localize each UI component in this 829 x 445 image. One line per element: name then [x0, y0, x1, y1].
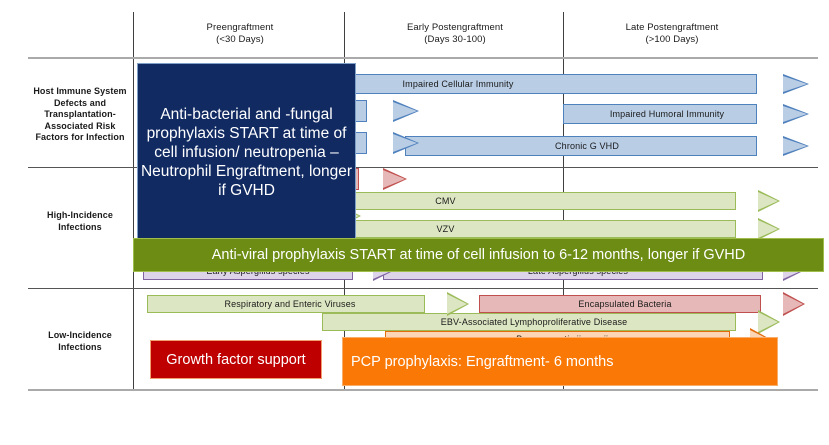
arrow-label: Chronic G VHD [555, 141, 619, 151]
row-label-high-incidence-infections: High-Incidence Infections [47, 210, 113, 232]
header-separator [28, 57, 818, 59]
figure-bottom-rule [28, 389, 818, 391]
column-title: Preengraftment [206, 22, 274, 33]
arrow-chronic-gvhd: Chronic G VHD [405, 136, 809, 156]
arrow-label: EBV-Associated Lymphoproliferative Disea… [440, 317, 628, 327]
arrow-label: VZV [436, 224, 455, 234]
arrow-label: Impaired Cellular Immunity [402, 79, 514, 89]
arrow-label: Encapsulated Bacteria [578, 299, 672, 309]
column-header-early-postengraftment: Early Postengraftment (Days 30-100) [355, 22, 555, 46]
arrow-label: Impaired Humoral Immunity [609, 109, 725, 119]
column-header-preengraftment: Preengraftment (<30 Days) [150, 22, 330, 46]
callout-growth-factor-support: Growth factor support [150, 340, 322, 379]
arrow-label: Respiratory and Enteric Viruses [224, 299, 356, 309]
arrow-impaired-humoral-immunity: Impaired Humoral Immunity [563, 104, 809, 124]
arrow-respiratory-enteric-viruses: Respiratory and Enteric Viruses [147, 292, 469, 316]
callout-antibacterial-prophylaxis: Anti-bacterial and -fungal prophylaxis S… [137, 63, 356, 242]
column-subtitle: (>100 Days) [645, 34, 699, 45]
column-title: Early Postengraftment [406, 22, 504, 33]
column-divider-1 [133, 12, 134, 390]
row-divider-2 [28, 288, 818, 289]
callout-pcp-prophylaxis: PCP prophylaxis: Engraftment- 6 months [342, 337, 778, 386]
column-subtitle: (Days 30-100) [424, 34, 486, 45]
arrow-ebv-lymphoproliferative: EBV-Associated Lymphoproliferative Disea… [322, 310, 780, 334]
arrow-label: CMV [435, 196, 456, 206]
row-label-low-incidence-infections: Low-Incidence Infections [48, 330, 112, 352]
column-subtitle: (<30 Days) [216, 34, 264, 45]
row-divider-1 [28, 167, 818, 168]
callout-antiviral-prophylaxis: Anti-viral prophylaxis START at time of … [133, 238, 824, 272]
column-title: Late Postengraftment [625, 22, 719, 33]
column-header-late-postengraftment: Late Postengraftment (>100 Days) [572, 22, 772, 46]
row-label-host-immune-defects: Host Immune System Defects and Transplan… [33, 86, 127, 142]
arrow-encapsulated-bacteria: Encapsulated Bacteria [479, 292, 805, 316]
